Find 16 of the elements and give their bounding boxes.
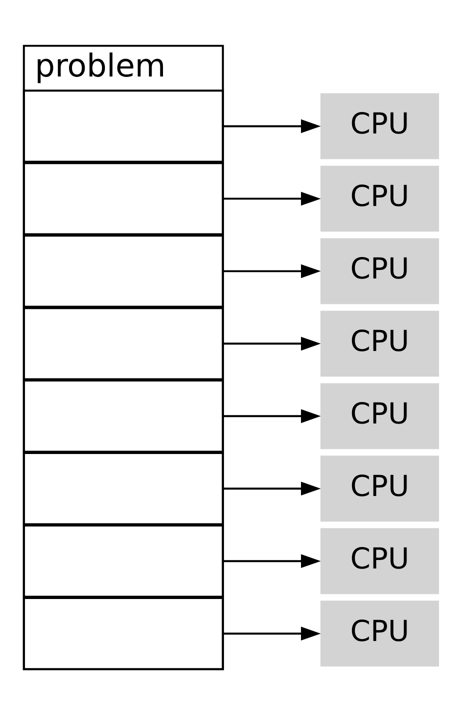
arrow — [223, 554, 321, 568]
arrow — [223, 119, 321, 134]
arrow — [223, 482, 321, 496]
node-box — [22, 162, 224, 236]
arrow — [223, 626, 321, 641]
node-box — [22, 234, 224, 308]
arrow — [223, 409, 321, 424]
node-box — [22, 380, 224, 453]
arrow — [223, 264, 321, 278]
node-box — [22, 452, 224, 526]
arrow — [223, 192, 321, 206]
node-box — [22, 90, 224, 163]
node-box — [22, 524, 224, 598]
node-box — [22, 307, 224, 380]
node-box — [22, 597, 224, 670]
arrow — [223, 336, 321, 351]
